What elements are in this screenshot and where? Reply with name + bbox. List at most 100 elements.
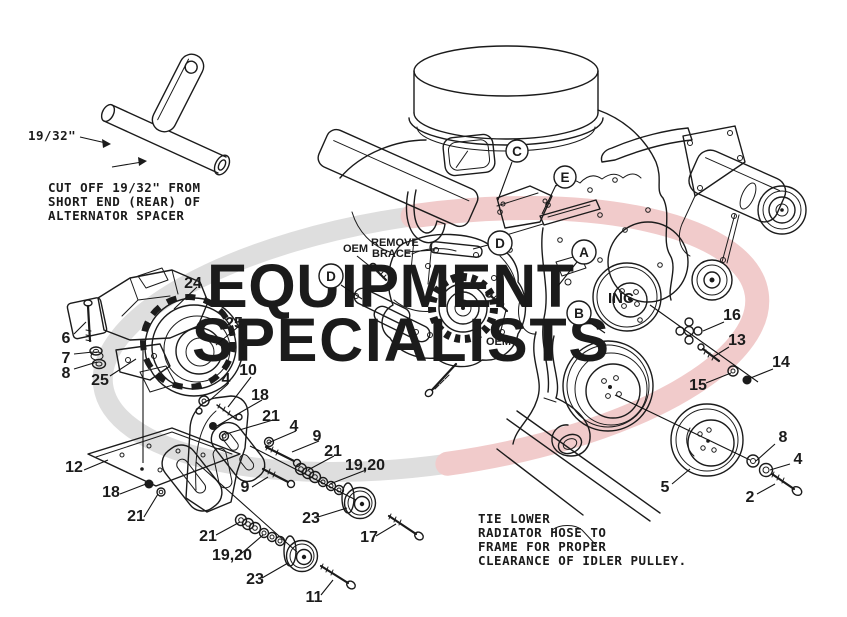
remove-brace-line2: BRACE [372,248,411,260]
pump-boss [607,221,689,303]
tie-note-line1: TIE LOWER [478,511,550,526]
clutch-pulley [757,185,807,235]
balloon-b: B [566,300,592,326]
washer-8-left [91,358,107,370]
brand-watermark: EQUIPMENT INC SPECIALISTS [92,195,770,483]
water-pump-pulley [592,262,662,332]
callout-17: 17 [360,529,378,546]
callout-4c: 4 [794,451,803,468]
lower-mount-bolt [424,362,458,398]
alternator-fan [140,294,236,390]
arrowhead-icon [102,139,111,148]
right-hardware [675,317,803,497]
callout-16: 16 [723,307,741,324]
callout-21c: 21 [127,508,145,525]
spare-groove-pulley-5 [670,403,744,477]
base-plate-12 [87,427,241,487]
balloon-b-letter: B [574,306,584,321]
fan-gear-ring [428,273,498,343]
spacer-note-line1: CUT OFF 19/32" FROM [48,180,201,195]
callout-23a: 23 [302,510,320,527]
alternator-24 [66,267,244,397]
assembly-axis-lines [142,304,759,553]
callout-1920b: 19,20 [212,547,252,564]
spacer-note-line2: SHORT END (REAR) OF [48,194,201,209]
spacer-arm [151,53,205,133]
compressor-mount-plate [682,125,746,197]
arrowhead-icon [138,157,147,166]
center-alternator [353,233,527,398]
engine-bolt-heads [497,177,663,323]
valve-cover [317,128,479,228]
callout-11: 11 [306,589,323,606]
adjuster-arm-lower [161,444,223,512]
bolt-9b [261,466,296,489]
balloon-e-letter: E [560,170,569,185]
radiator-hose [512,331,591,457]
callout-21b: 21 [324,443,342,460]
part-number-callouts: 24 25 6 7 8 25 4 10 18 21 4 9 21 19,20 1… [62,275,803,606]
callout-2: 2 [746,489,755,506]
oem-brace [429,241,483,258]
balloon-a: A [571,239,597,265]
tie-note-line4: CLEARANCE OF IDLER PULLEY. [478,553,687,568]
balloon-d-right-letter: D [495,236,505,251]
washer-15 [727,365,739,377]
air-cleaner [408,45,604,177]
crank-pulley [562,340,654,432]
callout-25-top: 25 [225,315,243,332]
oem-bolt-center [485,290,509,313]
callout-24: 24 [184,275,202,292]
carb-snout [442,133,496,177]
remove-brace-line1: REMOVE [371,237,419,249]
balloon-c-letter: C [512,144,522,159]
alternator-foot [115,343,171,381]
washer-21c [156,487,166,497]
oem-bolt-left [368,262,388,282]
callout-14: 14 [772,354,790,371]
callout-12: 12 [65,459,83,476]
spacer-inset: 19/32" CUT OFF 19/32" FROM SHORT END (RE… [28,53,231,223]
idler-pulley-23b [283,535,319,573]
tie-note-line2: RADIATOR HOSE TO [478,525,606,540]
balloon-d-left-letter: D [326,269,336,284]
callout-21d: 21 [199,528,217,545]
nut-14 [742,375,752,385]
balloon-e: E [553,165,577,189]
balloon-leader-lines [340,161,606,334]
oem-label-center: OEM [486,336,511,348]
callout-15: 15 [689,377,707,394]
frame-rails [496,410,661,546]
compressor-body [688,149,787,223]
callout-9a: 9 [313,428,322,445]
washer-4c [758,462,774,478]
callout-25-bottom: 25 [91,372,109,389]
balloon-c: C [505,139,529,163]
callout-1920a: 19,20 [345,457,385,474]
balloon-a-letter: A [579,245,589,260]
balloon-d-left: D [318,263,344,289]
callout-7: 7 [62,350,71,367]
callout-13: 13 [728,332,746,349]
tie-note-line3: FRAME FOR PROPER [478,539,606,554]
callout-21a: 21 [262,408,280,425]
washer-8-right [746,454,760,468]
callout-10: 10 [239,362,257,379]
callout-18a: 18 [251,387,269,404]
nut-18a [209,422,217,430]
logo-swoosh [92,195,770,483]
callout-9b: 9 [241,479,250,496]
pulley-group [562,221,744,477]
callout-4b: 4 [290,418,299,435]
nut-18b [144,479,154,489]
spacer-dimension: 19/32" [28,128,76,143]
callout-8-left: 8 [62,365,71,382]
bolt-11 [319,563,356,590]
spacer-stack-1920a [317,476,345,496]
idler-pulley-23a [341,482,377,520]
bolt-17 [387,513,424,541]
watermark-word-specialists: SPECIALISTS [192,306,610,374]
upright-bracket [185,395,249,513]
